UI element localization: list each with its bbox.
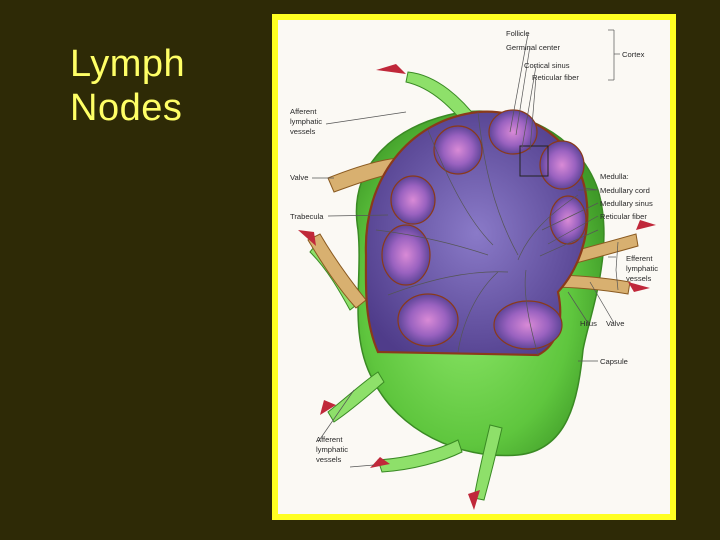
label-afferent-top-2: lymphatic <box>290 117 322 126</box>
label-trabecula: Trabecula <box>290 212 324 221</box>
label-follicle: Follicle <box>506 29 530 38</box>
label-efferent-2: lymphatic <box>626 264 658 273</box>
label-medullary-sinus: Medullary sinus <box>600 199 653 208</box>
label-cortical-sinus: Cortical sinus <box>524 61 570 70</box>
label-reticular-fiber-mid: Reticular fiber <box>600 212 647 221</box>
label-medulla: Medulla: <box>600 172 629 181</box>
label-afferent-bottom-2: lymphatic <box>316 445 348 454</box>
label-efferent-3: vessels <box>626 274 652 283</box>
label-valve-right: Valve <box>606 319 624 328</box>
label-cortex: Cortex <box>622 50 645 59</box>
label-medullary-cord: Medullary cord <box>600 186 650 195</box>
label-hilus: Hilus <box>580 319 597 328</box>
title-line-2: Nodes <box>70 86 185 130</box>
slide-title: Lymph Nodes <box>70 42 185 130</box>
label-afferent-bottom-1: Afferent <box>316 435 343 444</box>
label-afferent-top-3: vessels <box>290 127 316 136</box>
label-efferent-1: Efferent <box>626 254 653 263</box>
label-valve-left: Valve <box>290 173 308 182</box>
label-germinal-center: Germinal center <box>506 43 560 52</box>
title-line-1: Lymph <box>70 42 185 86</box>
label-reticular-fiber-top: Reticular fiber <box>532 73 579 82</box>
label-capsule: Capsule <box>600 357 628 366</box>
lymph-node-figure: Follicle Germinal center Cortical sinus … <box>278 20 670 514</box>
label-afferent-top-1: Afferent <box>290 107 317 116</box>
lymph-node-diagram: Follicle Germinal center Cortical sinus … <box>278 20 670 514</box>
label-afferent-bottom-3: vessels <box>316 455 342 464</box>
